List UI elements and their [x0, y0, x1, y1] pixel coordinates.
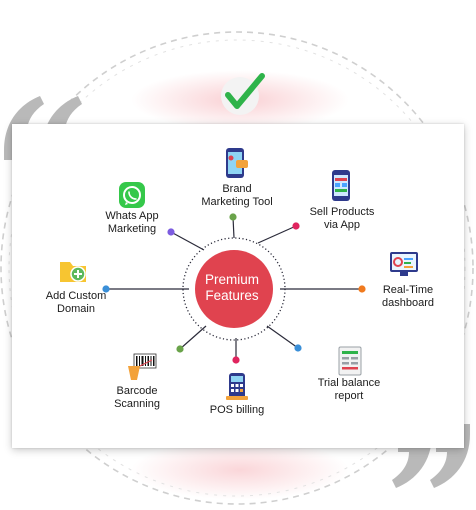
- feature-label-brand-marketing-tool: Brand Marketing Tool: [201, 183, 273, 208]
- pos-terminal-icon: [226, 373, 248, 400]
- spoke-barcode-scanning: [179, 325, 207, 350]
- center-dotted-ring: [182, 237, 286, 341]
- center-label: Premium Features: [204, 272, 259, 303]
- report-sheet-icon: [338, 346, 362, 376]
- spoke-sell-products-via-app: [257, 225, 297, 244]
- bottom-glow: [130, 440, 350, 500]
- dot-pos-billing: [232, 356, 240, 364]
- dot-whats-app-marketing: [167, 228, 175, 236]
- spoke-trial-balance-report: [266, 325, 299, 349]
- dot-sell-products-via-app: [292, 222, 300, 230]
- monitor-dashboard-icon: [390, 252, 418, 276]
- barcode-scanner-icon: [128, 353, 157, 380]
- spoke-whats-app-marketing: [170, 231, 205, 251]
- mobile-app-icon: [332, 170, 350, 201]
- dot-brand-marketing-tool: [229, 213, 237, 221]
- dot-real-time-dashboard: [358, 285, 366, 293]
- whatsapp-icon: [119, 182, 145, 208]
- folder-add-icon: [60, 262, 86, 282]
- feature-label-barcode-scanning: Barcode Scanning: [114, 385, 160, 410]
- outer-dashed-circle-inner: [8, 39, 466, 497]
- checkmark-badge-icon: [221, 73, 265, 115]
- feature-label-trial-balance-report: Trial balance report: [317, 377, 381, 402]
- feature-label-whats-app-marketing: Whats App Marketing: [105, 210, 159, 235]
- feature-label-add-custom-domain: Add Custom Domain: [45, 290, 107, 315]
- dot-trial-balance-report: [294, 344, 302, 352]
- feature-label-real-time-dashboard: Real-Time dashboard: [382, 284, 434, 309]
- dot-barcode-scanning: [176, 345, 184, 353]
- center-circle: [195, 250, 273, 328]
- feature-label-pos-billing: POS billing: [209, 404, 265, 416]
- smartphone-marketing-icon: [226, 148, 248, 178]
- feature-label-sell-products-via-app: Sell Products via App: [309, 206, 375, 231]
- outer-dashed-circle: [0, 31, 474, 505]
- dot-add-custom-domain: [102, 285, 110, 293]
